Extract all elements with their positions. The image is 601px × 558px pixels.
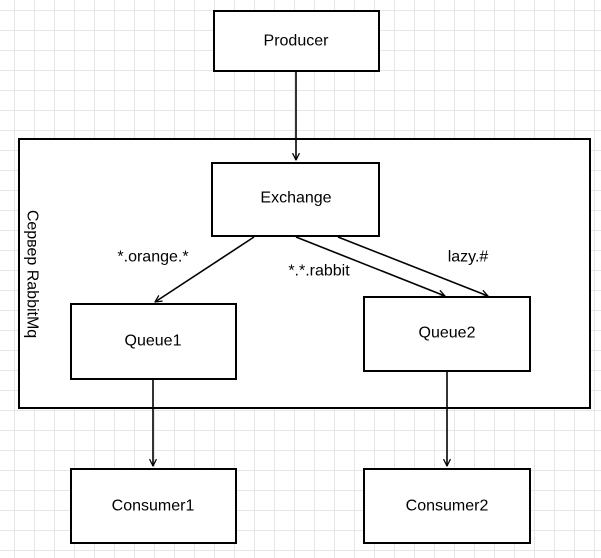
consumer2-node[interactable]: Consumer2 — [363, 468, 531, 544]
routing-key-lazy: lazy.# — [448, 249, 489, 266]
queue1-node[interactable]: Queue1 — [70, 303, 237, 380]
queue2-label: Queue2 — [419, 325, 476, 342]
consumer1-label: Consumer1 — [112, 498, 195, 515]
producer-node[interactable]: Producer — [213, 10, 380, 72]
queue1-label: Queue1 — [125, 333, 182, 350]
exchange-label: Exchange — [260, 190, 331, 207]
exchange-node[interactable]: Exchange — [211, 162, 380, 237]
consumer2-label: Consumer2 — [406, 498, 489, 515]
rabbitmq-server-label: Сервер RabbitMq — [24, 210, 41, 338]
edge-exchange-queue2-lazy — [337, 236, 489, 298]
producer-label: Producer — [264, 33, 330, 50]
edge-exchange-queue2-rabbit — [295, 236, 446, 298]
routing-key-orange: *.orange.* — [117, 249, 188, 266]
routing-key-rabbit: *.*.rabbit — [288, 263, 350, 280]
consumer1-node[interactable]: Consumer1 — [70, 468, 237, 544]
queue2-node[interactable]: Queue2 — [363, 296, 531, 372]
edge-exchange-queue1 — [154, 236, 255, 303]
